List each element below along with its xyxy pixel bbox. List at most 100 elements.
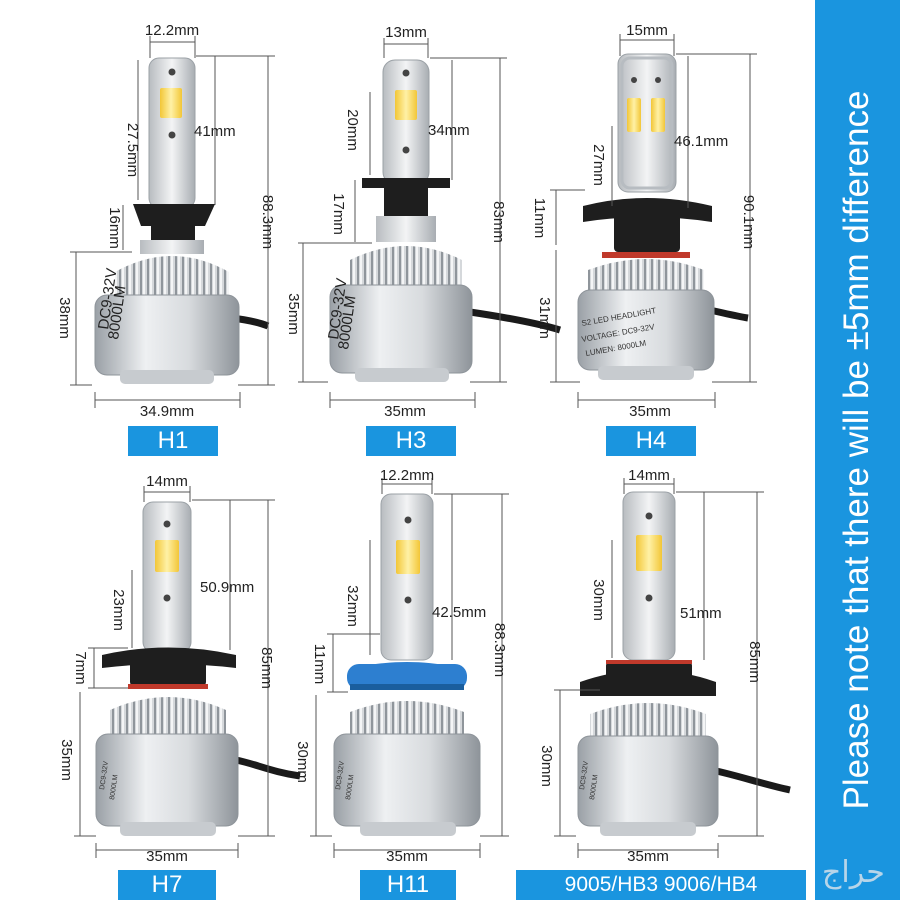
mount-flange (133, 204, 215, 246)
h11-ring-shadow (350, 684, 464, 690)
dim-led-height: 42.5mm (432, 604, 486, 621)
dim-body-width: 35mm (386, 848, 428, 865)
dim-body-width: 35mm (146, 848, 188, 865)
led-shaft (617, 53, 677, 193)
chip-screw (163, 594, 171, 602)
neck (376, 216, 436, 242)
bulb-h3: DC9-32V 8000LM 13mm 20mm 34mm 17mm 35mm … (285, 24, 562, 420)
dim-chip-width: 12.2mm (145, 22, 199, 39)
bulb-h4: S2 LED HEADLIGHT VOLTAGE: DC9-32V LUMEN:… (531, 22, 757, 420)
dim-body-width: 34.9mm (140, 403, 194, 420)
led-chip (651, 98, 665, 132)
dim-body-height: 30mm (294, 741, 311, 783)
side-notice-banner (815, 0, 900, 900)
chip-screw (163, 520, 171, 528)
cable (235, 756, 301, 780)
dim-body-height: 30mm (538, 745, 555, 787)
mount-block (130, 650, 206, 686)
dim-total-height: 90.1mm (740, 195, 757, 249)
led-chip (636, 535, 662, 571)
dim-chip-width: 15mm (626, 22, 668, 39)
mount-block (614, 200, 680, 252)
heatsink (333, 733, 481, 827)
chip-screw (402, 146, 410, 154)
dim-body-width: 35mm (627, 848, 669, 865)
dim-total-height: 85mm (746, 641, 763, 683)
mount-block (606, 660, 692, 690)
heatsink-top (350, 701, 464, 740)
bulb-h7: DC9-32V 8000LM 14mm 23mm 50.9mm 7mm 35mm… (58, 473, 301, 865)
led-chip (395, 90, 417, 120)
heatsink-base (598, 366, 694, 380)
type-label-h7: H7 (118, 870, 216, 900)
type-label-h11: H11 (360, 870, 456, 900)
dim-chip-width: 14mm (628, 467, 670, 484)
cable (469, 308, 562, 334)
dim-body-width: 35mm (629, 403, 671, 420)
dim-chip-width: 13mm (385, 24, 427, 41)
body-text: DC9-32V (579, 760, 590, 790)
chip-screw (404, 596, 412, 604)
dim-total-height: 83mm (490, 201, 507, 243)
chip-screw (645, 594, 653, 602)
chip-screw (631, 77, 637, 83)
type-label-h3: H3 (366, 426, 456, 456)
bulb-h11: DC9-32V 8000LM 12.2mm 32mm 42.5mm 11mm 3… (294, 467, 509, 865)
neck-ring (606, 660, 692, 664)
dim-total-height: 88.3mm (491, 623, 508, 677)
dim-base-height: 17mm (330, 193, 347, 235)
dim-body-height: 38mm (56, 297, 73, 339)
dim-led-height: 46.1mm (674, 133, 728, 150)
heatsink-top (115, 256, 229, 300)
heatsink (577, 735, 719, 827)
dim-led-height: 51mm (680, 605, 722, 622)
type-label-9005-9006: 9005/HB3 9006/HB4 (516, 870, 806, 900)
chip-screw (168, 68, 176, 76)
dim-body-height: 35mm (285, 293, 302, 335)
dim-body-width: 35mm (384, 403, 426, 420)
led-chip (627, 98, 641, 132)
neck-ring (602, 252, 690, 258)
watermark-logo: حراج (822, 855, 885, 890)
heatsink-top (110, 697, 226, 740)
dim-led-height: 50.9mm (200, 579, 254, 596)
chip-screw (655, 77, 661, 83)
mount-flange (362, 178, 450, 220)
heatsink-base (120, 822, 216, 836)
dim-chip-height: 27mm (590, 144, 607, 186)
chip-screw (402, 69, 410, 77)
led-chip (396, 540, 420, 574)
chip-screw (404, 516, 412, 524)
neck (140, 240, 204, 254)
led-shaft (382, 59, 430, 185)
chip-screw (168, 131, 176, 139)
led-chip (155, 540, 179, 572)
dim-led-height: 34mm (428, 122, 470, 139)
bulb-dimension-diagram: DC9-32V 8000LM 12.2mm 27.5mm 41mm 16mm 3… (56, 22, 791, 865)
led-cage (620, 56, 674, 190)
dim-base-height: 16mm (106, 207, 123, 249)
dim-base-height: 11mm (311, 644, 328, 685)
dim-total-height: 85mm (258, 647, 275, 689)
cable (711, 766, 791, 794)
body-text: 8000LM (109, 774, 119, 800)
dim-chip-height: 27.5mm (124, 123, 141, 177)
dim-chip-height: 20mm (344, 109, 361, 151)
dim-chip-height: 30mm (590, 579, 607, 621)
heatsink-base (355, 368, 449, 382)
dim-chip-width: 14mm (146, 473, 188, 490)
heatsink-top (350, 246, 462, 290)
dim-chip-height: 32mm (344, 585, 361, 627)
led-shaft (380, 493, 434, 661)
dim-base-height: 7mm (72, 651, 89, 684)
heatsink-base (600, 822, 696, 836)
heatsink-top (588, 259, 704, 296)
heatsink-top (590, 703, 706, 742)
body-text: DC9-32V (99, 760, 110, 790)
chip-screw (645, 512, 653, 520)
body-text: 8000LM (345, 774, 355, 800)
heatsink-base (360, 822, 456, 836)
dim-base-height: 11mm (531, 198, 548, 239)
bulb-h1: DC9-32V 8000LM 12.2mm 27.5mm 41mm 16mm 3… (56, 22, 276, 420)
dim-body-height: 35mm (58, 739, 75, 781)
